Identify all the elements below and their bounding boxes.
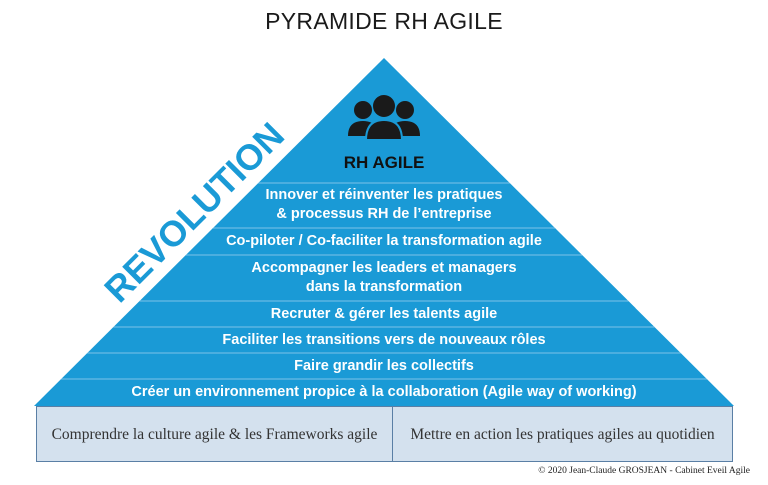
diagram-title: PYRAMIDE RH AGILE bbox=[265, 8, 503, 34]
level-4-text: Recruter & gérer les talents agile bbox=[270, 306, 498, 322]
copyright-note: © 2020 Jean-Claude GROSJEAN - Cabinet Ev… bbox=[538, 466, 750, 476]
level-3-text: Accompagner les leaders et managers dans… bbox=[251, 260, 517, 295]
level-6-text: Faire grandir les collectifs bbox=[294, 358, 474, 374]
pyramid-body bbox=[34, 58, 734, 406]
level-7-text: Créer un environnement propice à la coll… bbox=[131, 384, 637, 400]
level-1-text: Innover et réinventer les pratiques & pr… bbox=[265, 187, 503, 222]
people-group-icon bbox=[348, 95, 420, 141]
level-2-text: Co-piloter / Co-faciliter la transformat… bbox=[226, 233, 542, 249]
base-box-right: Mettre en action les pratiques agiles au… bbox=[392, 406, 733, 462]
base-box-left: Comprendre la culture agile & les Framew… bbox=[36, 406, 393, 462]
level-5-text: Faciliter les transitions vers de nouvea… bbox=[222, 332, 546, 348]
apex-label: RH AGILE bbox=[343, 153, 425, 172]
